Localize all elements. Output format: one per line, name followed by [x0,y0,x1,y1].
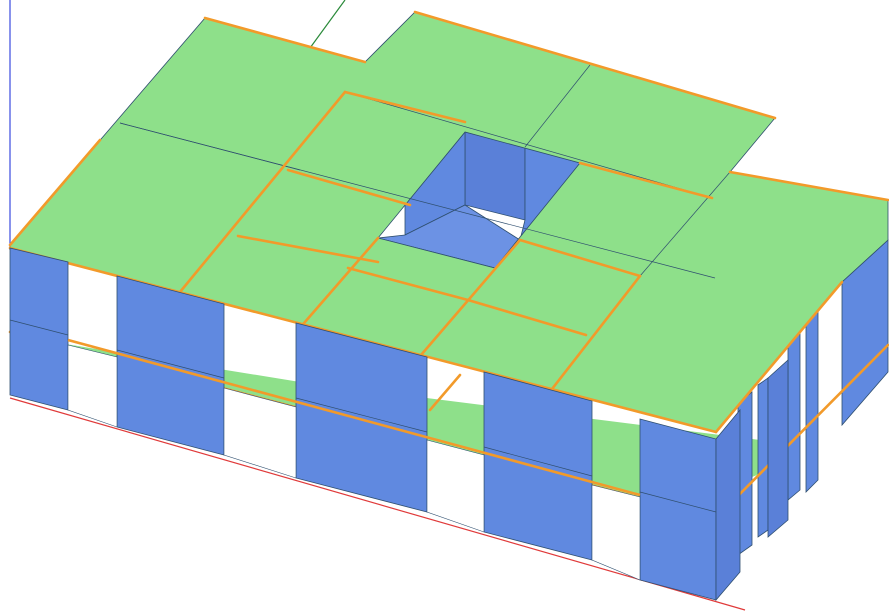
opening-1 [67,344,118,428]
beam-edge-n [203,16,367,64]
south-facade [9,247,789,602]
beam-d2 [296,236,380,332]
beam-s1 [346,266,470,302]
beam-w2 [286,168,412,207]
y-axis [309,0,346,49]
wall-panel-1 [9,247,69,411]
wall-panel-4 [483,371,593,561]
beam-d1 [178,90,347,294]
slab-panel-grid [119,64,731,279]
beam-n2 [578,161,714,200]
wall-panel-east-back-4 [757,377,769,538]
opening-2 [223,387,297,479]
beam-east-2 [714,343,889,520]
wall-panel-2 [116,275,225,456]
wall-panel-5 [639,418,717,601]
beam-w1 [236,234,380,264]
beam-n1 [343,90,467,124]
beam-d4 [543,274,642,400]
beam-edge-e [728,170,889,202]
x-axis [9,397,746,611]
beam-mid-2 [428,373,462,412]
wall-panel-east-2 [767,359,789,538]
beam-e1 [518,238,642,278]
wall-panel-east-back-3 [787,329,801,501]
opening-4 [591,484,641,581]
opening-3 [426,439,485,533]
beam-east-1 [714,280,844,434]
south-openings [67,344,641,581]
beam-mid-level [67,338,641,497]
wall-panel-east-1 [715,408,741,602]
beam-s2 [466,298,588,337]
beam-d3 [413,238,522,364]
wall-panel-east-back-2 [805,309,819,493]
storey-lines [9,319,717,513]
beam-edge-ne [413,10,777,120]
beam-edge-w [8,138,102,247]
